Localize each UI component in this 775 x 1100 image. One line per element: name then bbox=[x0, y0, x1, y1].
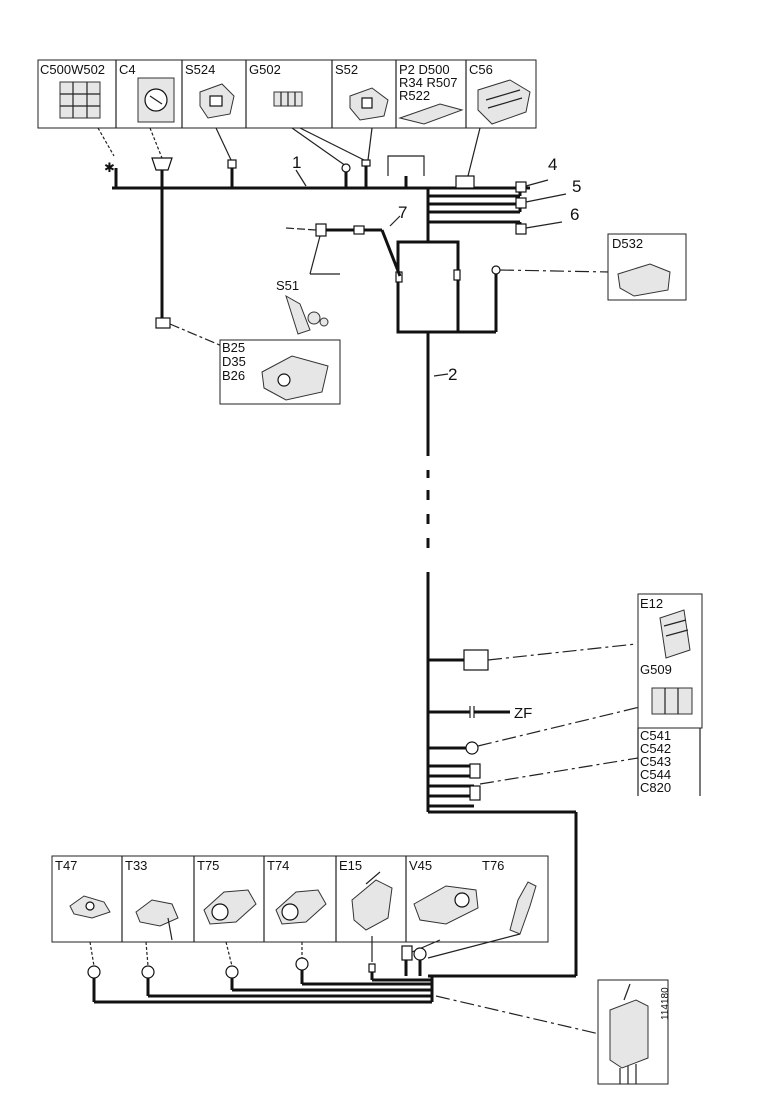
panel-label-v45: V45 bbox=[409, 858, 432, 873]
panel-label-g502: G502 bbox=[249, 62, 281, 77]
ground-star-icon: ✱ bbox=[104, 160, 115, 175]
connector-s52-plug bbox=[361, 159, 371, 167]
c541-group: C541 C542 C543 C544 C820 bbox=[637, 728, 701, 796]
panel-label-t33: T33 bbox=[125, 858, 147, 873]
connector-c4-plug bbox=[151, 157, 173, 171]
connector-s524-plug bbox=[227, 159, 237, 169]
switch-s52-drawing bbox=[349, 87, 389, 121]
connector-c4-drawing bbox=[137, 77, 175, 123]
panel-label-t47: T47 bbox=[55, 858, 77, 873]
d532-panel: D532 bbox=[607, 233, 687, 301]
ground-g502-drawing bbox=[273, 91, 303, 107]
label-zf: ZF bbox=[514, 705, 532, 722]
control-unit-panel: 114180 bbox=[597, 979, 671, 1085]
panel-label-t74: T74 bbox=[267, 858, 289, 873]
panel-label-s524: S524 bbox=[185, 62, 215, 77]
sensor-t33-drawing bbox=[135, 899, 179, 941]
s51-component: S51 bbox=[276, 278, 329, 335]
connector-g509-plug bbox=[465, 741, 479, 755]
label-d532: D532 bbox=[612, 236, 643, 251]
board-p2-drawing bbox=[398, 103, 464, 125]
panel-label-c56: C56 bbox=[469, 62, 493, 77]
top-component-strip: C500W502 C4 S524 G502 S52 P2 D500 R34 R5… bbox=[37, 59, 537, 129]
sensor-t74-drawing bbox=[275, 889, 327, 925]
bottom-sensor-strip: T47 T33 T75 T74 E15 V45 T76 bbox=[51, 855, 549, 943]
connector-c56-plug bbox=[455, 175, 475, 189]
callout-4: 4 bbox=[548, 155, 557, 174]
sensor-e15-drawing bbox=[351, 871, 393, 931]
label-b25-d35-b26: B25 D35 B26 bbox=[222, 340, 249, 383]
connector-p2-bracket bbox=[387, 155, 425, 176]
label-c541-c820: C541 C542 C543 C544 C820 bbox=[640, 728, 675, 795]
bottom-harness bbox=[92, 960, 609, 1037]
label-e12: E12 bbox=[640, 596, 663, 611]
relay-box-c56-drawing bbox=[477, 79, 531, 125]
callout-7: 7 bbox=[398, 203, 407, 222]
panel-label-t75: T75 bbox=[197, 858, 219, 873]
panel-label-e15: E15 bbox=[339, 858, 362, 873]
panel-label-t76: T76 bbox=[482, 858, 504, 873]
sensor-v45-drawing bbox=[413, 885, 479, 925]
connector-g502-plug bbox=[341, 163, 351, 173]
figure-number: 114180 bbox=[660, 987, 671, 1020]
top-leader-lines bbox=[97, 127, 481, 177]
callout-1: 1 bbox=[292, 153, 301, 172]
label-s51: S51 bbox=[276, 278, 299, 293]
switch-s524-drawing bbox=[199, 83, 235, 119]
panel-label-s52: S52 bbox=[335, 62, 358, 77]
callout-5: 5 bbox=[572, 177, 581, 196]
connector-e12-plug bbox=[463, 649, 489, 671]
main-harness: ✱ 1 4 5 6 bbox=[104, 153, 645, 978]
sensor-t47-drawing bbox=[69, 895, 111, 919]
callout-6: 6 bbox=[570, 205, 579, 224]
label-g509: G509 bbox=[640, 662, 672, 677]
sensor-t75-drawing bbox=[203, 889, 257, 925]
panel-label-p2-d500: P2 D500 R34 R507 R522 bbox=[399, 62, 461, 103]
b25-panel: B25 D35 B26 bbox=[155, 317, 341, 405]
connector-c500w502-drawing bbox=[59, 81, 101, 119]
junction-box bbox=[396, 240, 460, 334]
panel-label-c500w502: C500W502 bbox=[40, 62, 105, 77]
e12-g509-panel: E12 G509 bbox=[637, 593, 703, 729]
panel-label-c4: C4 bbox=[119, 62, 136, 77]
callout-2: 2 bbox=[448, 365, 457, 384]
